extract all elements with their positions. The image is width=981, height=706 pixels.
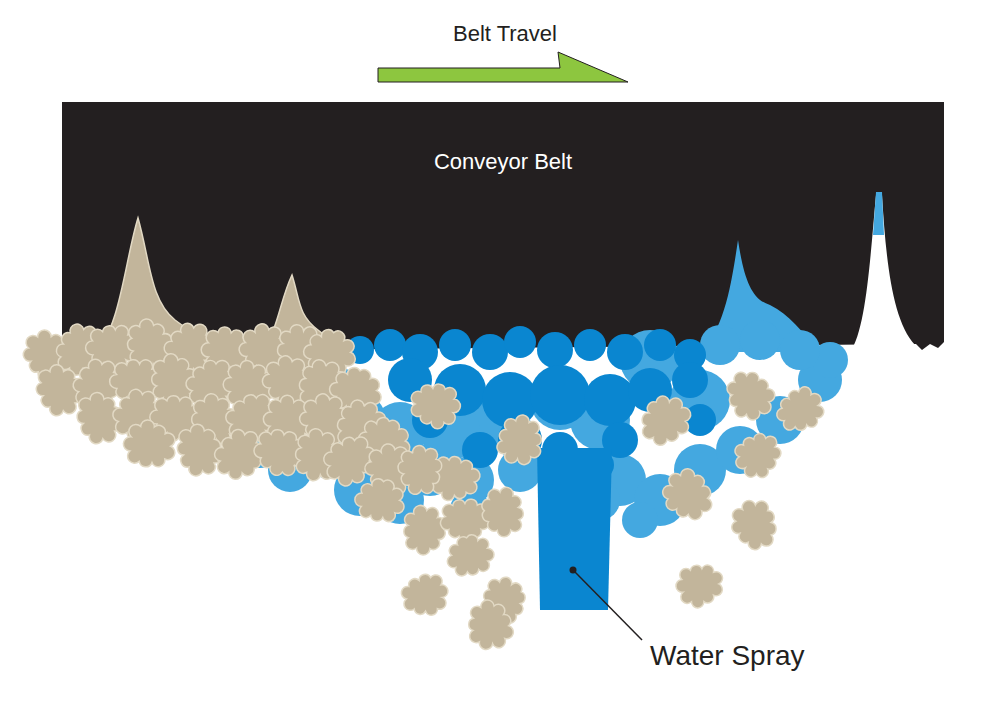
material-chunk [735, 434, 781, 478]
material-chunk [398, 446, 442, 495]
material-chunk [676, 565, 723, 608]
water-droplet [780, 330, 820, 370]
water-droplet [584, 374, 636, 426]
material-chunk [663, 469, 712, 520]
direction-label: Belt Travel [453, 22, 557, 46]
water-droplet [672, 362, 708, 398]
material-chunk [469, 600, 514, 649]
water-droplet [574, 329, 606, 361]
water-spray-stream [537, 448, 612, 610]
water-droplet [504, 326, 536, 358]
material-chunk [777, 387, 824, 430]
material-chunk [355, 479, 404, 522]
water-droplet [439, 329, 471, 361]
material-chunk [123, 420, 174, 467]
material-chunk [324, 437, 375, 486]
conveyor-belt-body [62, 102, 944, 352]
material-chunk [447, 535, 494, 576]
material-chunk [177, 424, 221, 476]
water-droplet [700, 325, 740, 365]
direction-arrow [378, 52, 628, 82]
material-chunk [727, 372, 775, 420]
belt-label: Conveyor Belt [434, 150, 572, 174]
water-droplet [537, 332, 573, 368]
water-droplet [644, 329, 676, 361]
material-chunk [482, 487, 523, 536]
callout-label: Water Spray [650, 640, 805, 672]
water-droplet [374, 329, 406, 361]
material-chunk [401, 574, 448, 615]
material-chunk [642, 396, 691, 445]
material-chunk [411, 384, 460, 429]
conveyor-belt: Conveyor Belt [62, 102, 944, 222]
water-buildup [873, 192, 884, 235]
material-chunk [497, 415, 541, 465]
material-chunk [404, 505, 445, 555]
water-droplet [740, 320, 780, 360]
water-droplet [607, 334, 643, 370]
belt-travel-arrow: Belt Travel [370, 22, 640, 88]
leader-dot [570, 567, 577, 574]
leader-line [575, 572, 642, 640]
water-droplet [530, 365, 590, 425]
material-chunk [732, 501, 776, 550]
water-droplet [622, 502, 658, 538]
water-droplet [472, 334, 508, 370]
